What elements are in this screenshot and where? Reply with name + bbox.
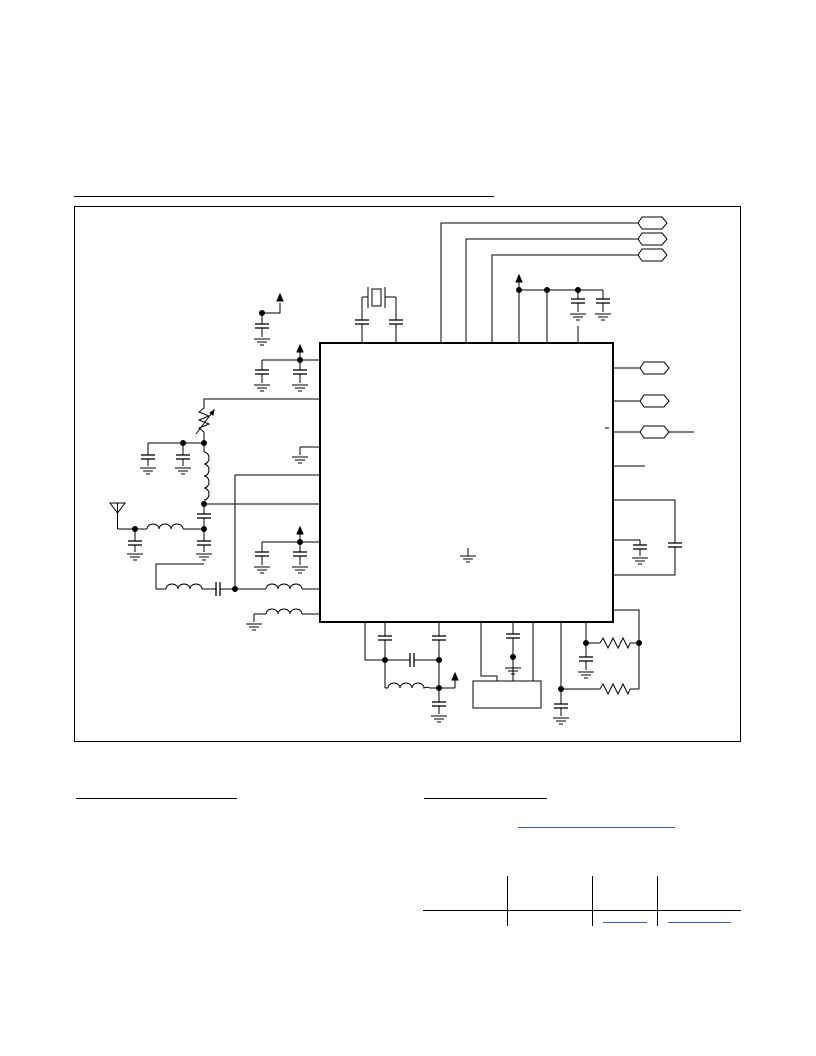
right-section-link[interactable] — [518, 827, 675, 828]
schematic-frame — [74, 206, 741, 742]
right-section-title-rule — [424, 798, 547, 799]
output-port-2 — [637, 232, 668, 246]
ground-icon — [253, 566, 271, 574]
ground-icon — [594, 313, 612, 321]
table-header-row — [423, 876, 741, 911]
supply-arrow-icon — [515, 274, 523, 291]
ground-icon — [291, 384, 309, 392]
ground-icon — [139, 467, 157, 475]
output-port-4 — [639, 361, 670, 375]
table-row — [423, 910, 741, 926]
table-link[interactable] — [668, 922, 731, 923]
supply-arrow-icon — [276, 292, 284, 302]
ground-icon — [253, 338, 271, 346]
table-header-cell — [657, 876, 741, 911]
table-cell — [657, 910, 741, 926]
main-ic — [319, 342, 614, 623]
output-port-5 — [639, 394, 670, 408]
supply-arrow-icon — [296, 344, 304, 361]
ground-icon — [291, 456, 309, 464]
inductor-icon — [203, 451, 210, 501]
spec-table — [423, 876, 741, 926]
table-header-cell — [507, 876, 593, 911]
external-module — [472, 680, 542, 709]
left-section-title-rule — [76, 798, 237, 799]
ground-icon — [577, 671, 595, 679]
ground-icon — [291, 566, 309, 574]
ground-icon — [552, 717, 570, 725]
ic-ground-icon — [459, 548, 477, 563]
ground-icon — [245, 623, 263, 631]
inductor-icon — [387, 682, 431, 689]
table-cell — [423, 910, 508, 926]
ground-icon — [253, 384, 271, 392]
ground-icon — [174, 467, 192, 475]
antenna-icon — [109, 502, 126, 529]
ground-icon — [126, 553, 144, 561]
inductor-icon — [165, 583, 203, 590]
table-cell — [507, 910, 593, 926]
ground-icon — [195, 553, 213, 561]
table-header-cell — [423, 876, 508, 911]
output-port-3 — [637, 248, 668, 262]
supply-arrow-icon — [451, 672, 459, 689]
output-port-1 — [637, 216, 668, 230]
inductor-icon — [146, 523, 184, 530]
heading-rule — [74, 196, 494, 197]
crystal-icon — [367, 287, 386, 308]
resistor-icon — [599, 636, 631, 650]
table-header-cell — [592, 876, 658, 911]
ground-icon — [430, 715, 448, 723]
variable-resistor-icon — [195, 407, 215, 435]
ground-icon — [631, 557, 649, 565]
inductor-icon — [265, 583, 303, 590]
table-cell — [592, 910, 658, 926]
resistor-icon — [599, 682, 631, 696]
supply-arrow-icon — [296, 526, 304, 543]
inductor-icon — [265, 608, 303, 615]
table-link[interactable] — [603, 922, 647, 923]
ground-icon — [569, 313, 587, 321]
output-port-6 — [639, 425, 670, 439]
